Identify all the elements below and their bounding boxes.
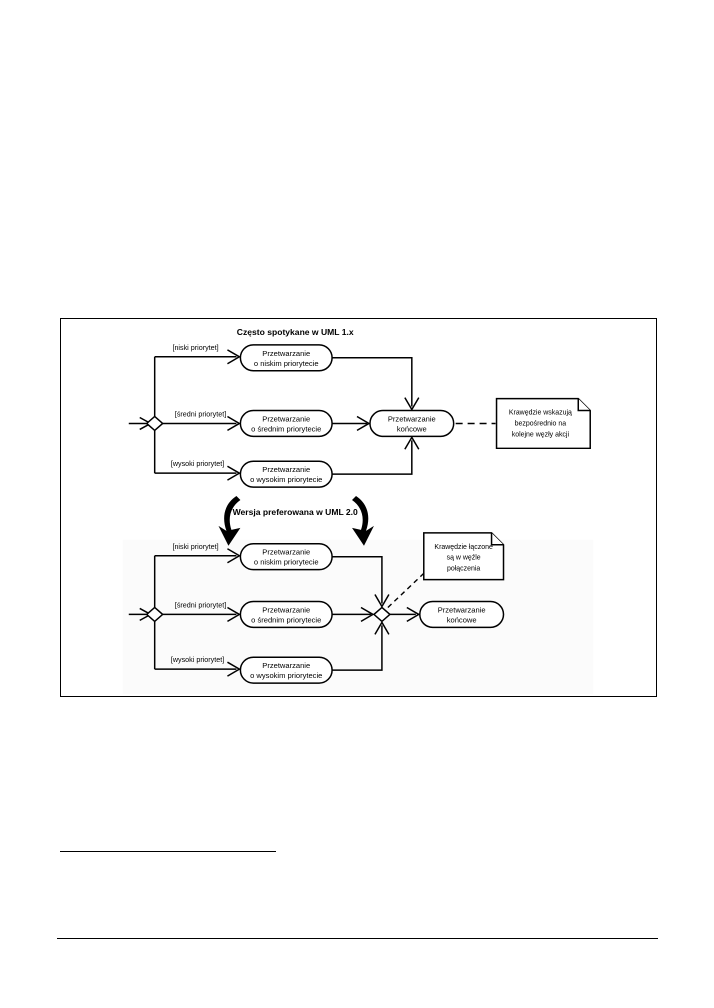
upper-decision-node xyxy=(145,415,164,432)
lower-final-action-line2: końcowe xyxy=(447,615,477,624)
upper-merge-edge-high xyxy=(332,440,413,475)
lower-guard-medium: [średni priorytet] xyxy=(175,601,226,609)
upper-note-box xyxy=(495,397,591,450)
lower-note-box xyxy=(423,532,505,581)
upper-action-low-line2: o niskim priorytecie xyxy=(254,359,319,368)
upper-final-action-line2: końcowe xyxy=(397,424,427,433)
lower-guard-high: [wysoki priorytet] xyxy=(171,656,224,664)
lower-arrowhead-medium xyxy=(227,606,241,623)
upper-note-line3: kolejne węzły akcji xyxy=(512,431,570,438)
lower-action-low-line2: o niskim priorytecie xyxy=(254,558,319,567)
upper-diagram-title: Często spotykane w UML 1.x xyxy=(237,327,354,337)
lower-final-arrowhead xyxy=(406,606,421,623)
lower-guard-low: [niski priorytet] xyxy=(172,543,218,551)
callout-arrow-right-icon xyxy=(352,496,374,546)
lower-note-line2: są w węźle xyxy=(447,555,481,562)
lower-merge-arrowhead-medium xyxy=(360,606,375,623)
upper-action-high-line1: Przetwarzanie xyxy=(262,465,310,474)
upper-arrowhead-low xyxy=(227,349,241,365)
callout-arrow-left-icon xyxy=(218,496,241,546)
upper-action-low-line1: Przetwarzanie xyxy=(262,349,310,358)
callout-label: Wersja preferowana w UML 2.0 xyxy=(233,507,358,517)
upper-guard-medium: [średni priorytet] xyxy=(175,410,226,418)
upper-final-action-line1: Przetwarzanie xyxy=(388,414,436,423)
lower-note-line3: połączenia xyxy=(447,566,480,573)
lower-merge-arrowhead-high xyxy=(374,620,390,635)
lower-decision-node xyxy=(145,606,164,623)
lower-merge-edge-low xyxy=(332,555,383,604)
upper-merge-edge-low xyxy=(332,357,413,407)
upper-note-line1: Krawędzie wskazują xyxy=(509,409,572,416)
figure-frame: Często spotykane w UML 1.x [niski priory… xyxy=(60,318,657,697)
lower-action-medium-line1: Przetwarzanie xyxy=(262,605,310,614)
upper-arrowhead-medium xyxy=(227,415,241,432)
upper-action-medium-line2: o średnim priorytecie xyxy=(251,424,321,433)
upper-action-medium-line1: Przetwarzanie xyxy=(262,414,310,423)
lower-note-anchor xyxy=(387,567,431,608)
upper-action-high-line2: o wysokim priorytecie xyxy=(250,475,322,484)
lower-action-medium-line2: o średnim priorytecie xyxy=(251,615,321,624)
lower-action-low-line1: Przetwarzanie xyxy=(262,548,310,557)
uml-activity-diagram: Często spotykane w UML 1.x [niski priory… xyxy=(122,327,594,695)
upper-guard-high: [wysoki priorytet] xyxy=(171,460,224,468)
lower-final-action xyxy=(419,600,505,629)
lower-arrowhead-high xyxy=(227,661,241,677)
upper-guard-low: [niski priorytet] xyxy=(172,344,218,352)
lower-merge-edge-high xyxy=(332,625,383,671)
upper-note-line2: bezpośrednio na xyxy=(515,420,567,427)
lower-note-line1: Krawędzie łączone xyxy=(434,544,493,551)
lower-diagram-backdrop xyxy=(122,539,594,695)
upper-merge-arrowhead-high xyxy=(404,435,420,450)
lower-arrowhead-low xyxy=(227,548,241,564)
lower-action-high-line1: Przetwarzanie xyxy=(262,661,310,670)
upper-merge-arrowhead-medium xyxy=(356,415,371,432)
page-bottom-rule xyxy=(57,938,658,939)
lower-merge-arrowhead-low xyxy=(374,594,390,608)
footnote-separator-rule xyxy=(60,851,276,852)
lower-action-high-line2: o wysokim priorytecie xyxy=(250,671,322,680)
upper-merge-arrowhead-low xyxy=(404,397,420,412)
lower-final-action-line1: Przetwarzanie xyxy=(438,605,486,614)
upper-arrowhead-high xyxy=(227,465,241,481)
